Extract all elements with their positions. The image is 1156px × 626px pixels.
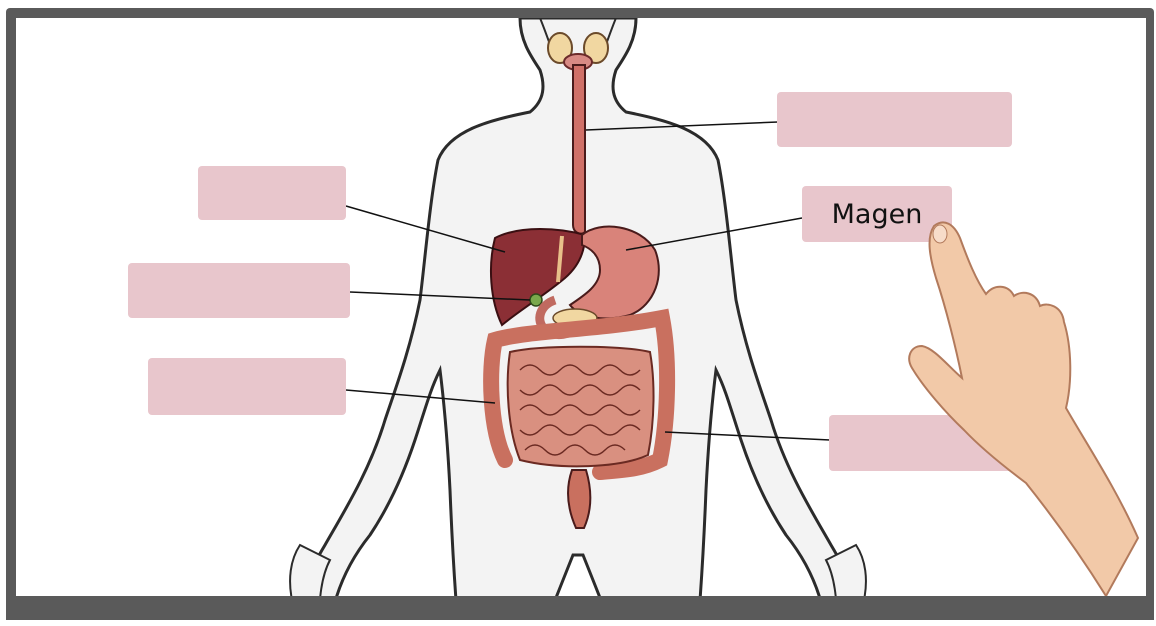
label-box-gallbladder[interactable] [128, 263, 350, 318]
label-box-esophagus[interactable] [777, 92, 1012, 147]
pointing-hand-icon [876, 198, 1146, 596]
esophagus [573, 65, 585, 234]
bezel-bottom-bar [6, 596, 1154, 620]
label-box-small-intestine[interactable] [148, 358, 346, 415]
diagram-screen: Magen [16, 18, 1146, 596]
label-box-liver[interactable] [198, 166, 346, 220]
gallbladder [530, 294, 542, 306]
